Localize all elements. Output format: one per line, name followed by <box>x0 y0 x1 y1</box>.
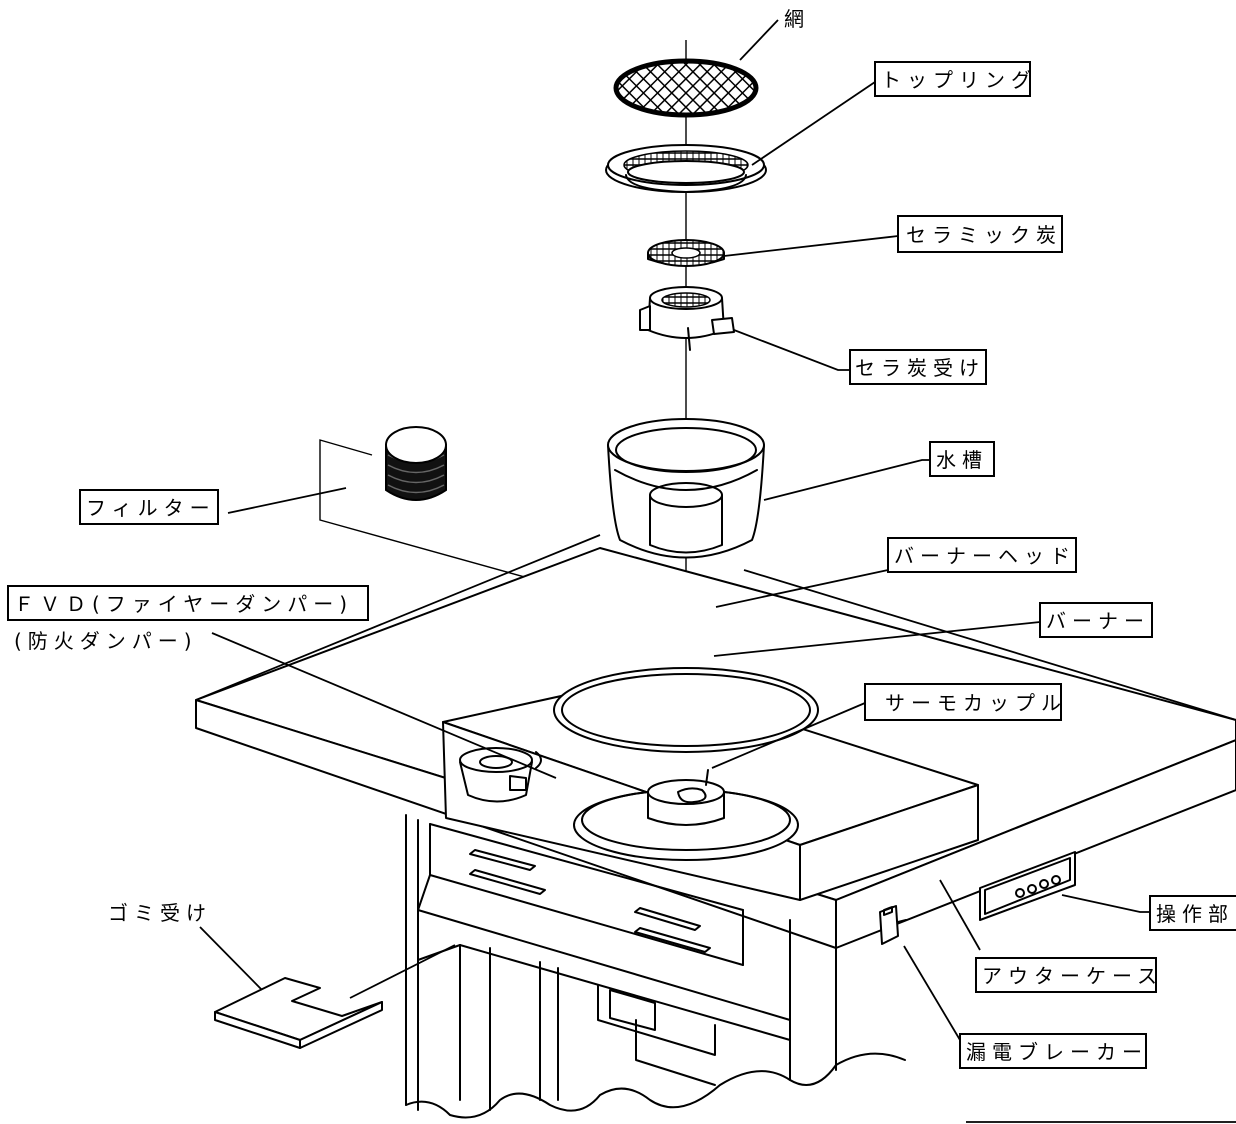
dust-tray-part <box>214 977 383 1049</box>
label-fire-damper: (防火ダンパー) <box>14 629 198 653</box>
label-box-thermocouple <box>864 683 1062 721</box>
label-control-panel: 操作部 <box>1156 902 1234 926</box>
label-burner: バーナー <box>1046 609 1150 633</box>
leader-lines <box>195 19 1236 1123</box>
label-ceramic-charcoal-holder: セラ炭受け <box>855 356 985 380</box>
label-box-filter <box>79 489 219 525</box>
label-box-control-panel <box>1149 895 1236 931</box>
label-box-top-ring <box>874 61 1031 97</box>
table-cabinet <box>195 547 1236 1119</box>
label-burner-head: バーナーヘッド <box>894 544 1076 568</box>
label-box-ceramic-charcoal <box>897 215 1063 253</box>
label-dust-tray: ゴミ受け <box>108 901 212 925</box>
label-box-burner <box>1039 602 1153 638</box>
label-top-ring: トップリング <box>881 68 1037 92</box>
label-box-earth-leakage-breaker <box>959 1033 1147 1069</box>
label-fvd: ＦＶＤ(ファイヤーダンパー) <box>14 592 353 616</box>
label-thermocouple: サーモカップル <box>885 691 1067 715</box>
label-water-tank: 水槽 <box>936 448 988 472</box>
label-net: 網 <box>784 7 810 31</box>
label-filter: フィルター <box>86 496 216 520</box>
ceramic-charcoal-holder-part <box>639 286 735 351</box>
filter-part <box>385 426 447 501</box>
label-box-fvd <box>7 585 369 621</box>
label-earth-leakage-breaker: 漏電ブレーカー <box>966 1040 1148 1064</box>
top-ring-part <box>605 144 767 193</box>
label-box-burner-head <box>887 537 1077 573</box>
net-part <box>613 58 759 118</box>
water-tank-part <box>607 418 765 559</box>
ceramic-charcoal-part <box>647 239 725 267</box>
label-box-ceramic-charcoal-holder <box>849 349 987 385</box>
label-outer-case: アウターケース <box>982 964 1163 988</box>
label-ceramic-charcoal: セラミック炭 <box>906 223 1062 247</box>
label-box-water-tank <box>929 441 995 477</box>
label-box-outer-case <box>975 957 1157 993</box>
